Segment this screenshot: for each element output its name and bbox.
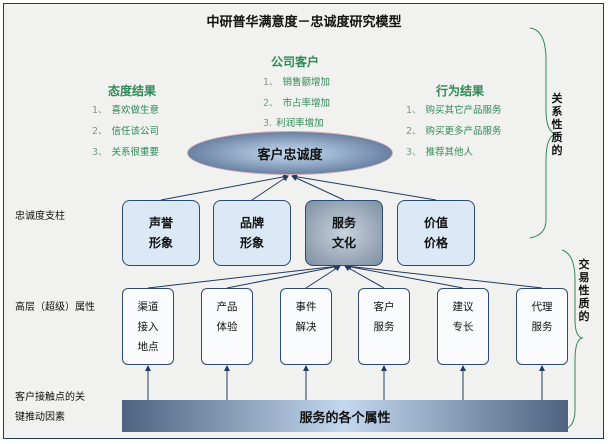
pillar-brand: 品牌形象 bbox=[213, 200, 291, 266]
behavior-item: 2、购买更多产品服务 bbox=[406, 126, 502, 137]
pillars-label: 忠诚度支柱 bbox=[15, 211, 65, 222]
behavior-item: 1、购买其它产品服务 bbox=[406, 105, 502, 116]
company-heading: 公司客户 bbox=[270, 55, 319, 69]
company-item: 3.利润率增加 bbox=[263, 118, 324, 129]
pillar-reputation: 声誉形象 bbox=[122, 200, 200, 266]
drivers-label: 客户接触点的关 bbox=[15, 392, 85, 403]
attributes-label: 高层（超级）属性 bbox=[15, 302, 95, 313]
customer-loyalty-ellipse: 客户忠诚度 bbox=[187, 131, 393, 175]
relational-brace bbox=[529, 27, 557, 239]
behavior-item: 3、推荐其他人 bbox=[406, 147, 474, 158]
attribute-product: 产品体验 bbox=[201, 288, 253, 365]
attribute-advice: 建议专长 bbox=[437, 288, 489, 365]
attitude-item: 3、关系很重要 bbox=[92, 147, 160, 158]
drivers-label: 键推动因素 bbox=[15, 412, 65, 423]
attribute-channel: 渠道接入地点 bbox=[122, 288, 174, 365]
company-item: 2、市占率增加 bbox=[263, 98, 331, 109]
attitude-heading: 态度结果 bbox=[107, 84, 156, 98]
attribute-event: 事件解决 bbox=[280, 288, 332, 365]
service-attributes-bar: 服务的各个属性 bbox=[122, 400, 568, 432]
attribute-customer-service: 客户服务 bbox=[358, 288, 410, 365]
behavior-heading: 行为结果 bbox=[435, 84, 484, 98]
transactional-brace bbox=[561, 249, 584, 431]
attitude-item: 2、信任该公司 bbox=[92, 126, 160, 137]
company-item: 1、销售额增加 bbox=[263, 77, 331, 88]
pillar-value-price: 价值价格 bbox=[397, 200, 475, 266]
page-title: 中研普华满意度－忠诚度研究模型 bbox=[206, 15, 402, 30]
relational-label: 关系性质的 bbox=[551, 92, 563, 157]
transactional-label: 交易性质的 bbox=[578, 258, 590, 323]
pillar-service-culture: 服务文化 bbox=[305, 200, 383, 266]
attribute-agent: 代理服务 bbox=[516, 288, 568, 365]
attitude-item: 1、喜欢做生意 bbox=[92, 105, 160, 116]
